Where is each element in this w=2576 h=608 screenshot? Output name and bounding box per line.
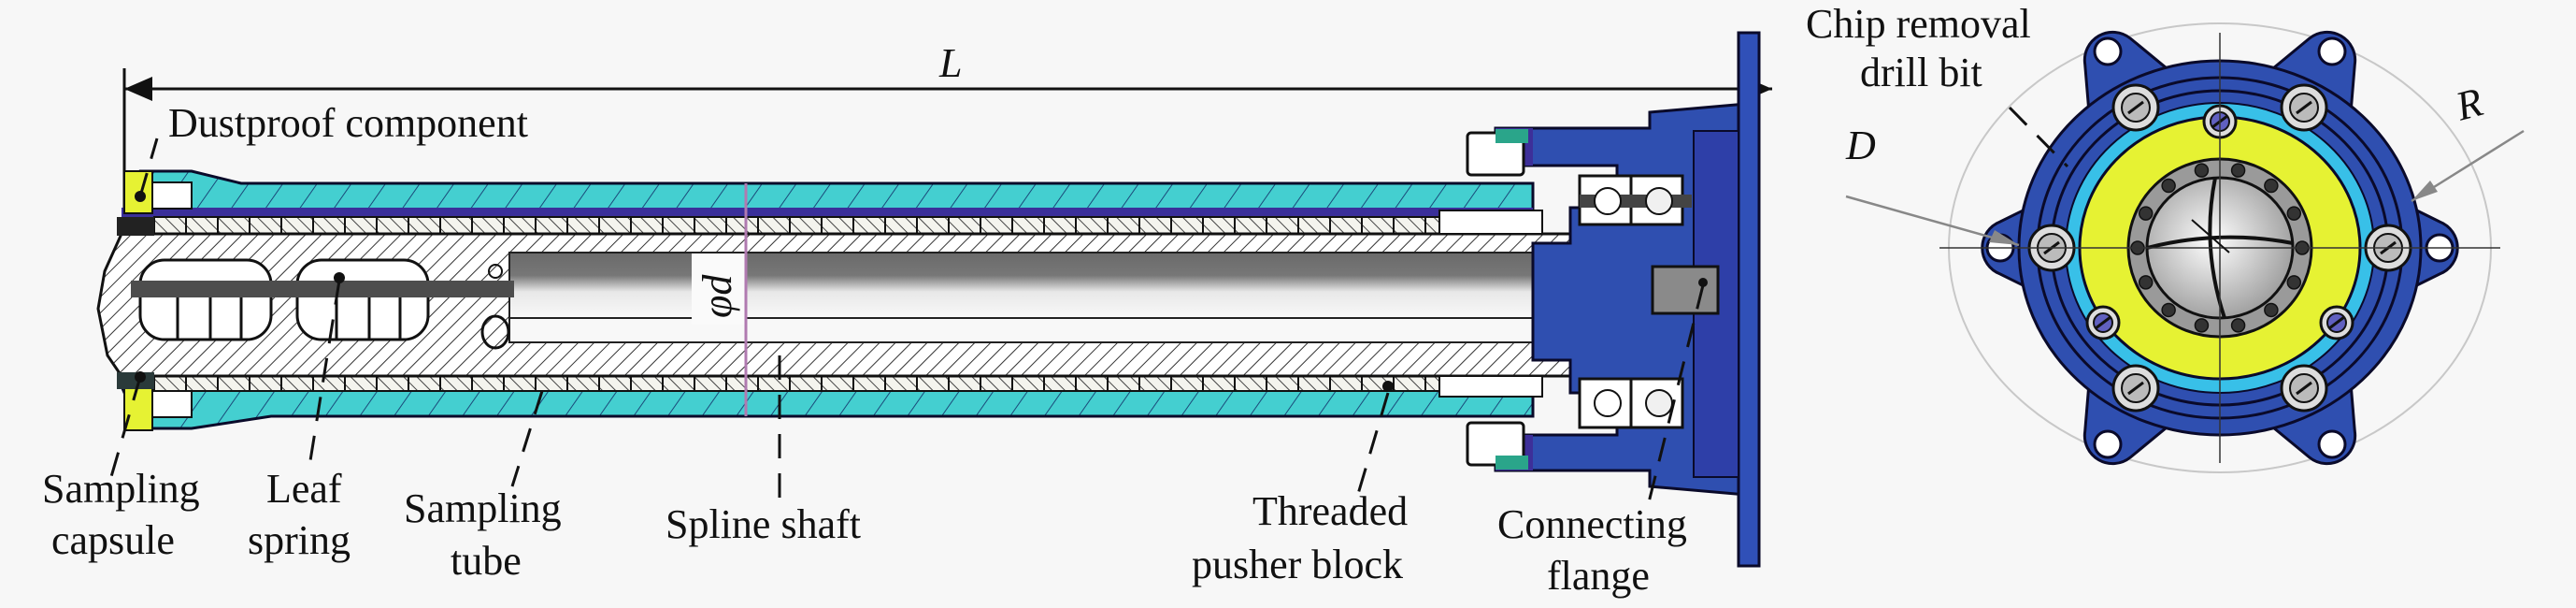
label-leaf-spring-2: spring bbox=[248, 517, 351, 563]
flange-screws bbox=[1466, 129, 1528, 470]
cutting-tooth bbox=[2138, 275, 2154, 290]
label-spline-shaft: Spline shaft bbox=[665, 501, 861, 547]
cutting-tooth bbox=[2230, 318, 2246, 333]
capsule-1 bbox=[138, 258, 273, 341]
connecting-flange-section bbox=[1494, 31, 1761, 568]
leader-sampling-tube bbox=[510, 390, 544, 487]
dimension-D-label: D bbox=[1845, 123, 1876, 168]
label-sampling-tube-2: tube bbox=[451, 538, 522, 584]
label-drill-bit-1: Chip removal bbox=[1806, 1, 2031, 47]
leader-threaded-pusher bbox=[1352, 392, 1390, 511]
screw-slot bbox=[2095, 315, 2111, 330]
pusher-dot bbox=[1382, 381, 1394, 392]
capsule-2 bbox=[295, 258, 430, 341]
front-screws bbox=[2027, 83, 2412, 413]
spline-teeth-bottom bbox=[153, 373, 1458, 392]
dimension-L-label: L bbox=[938, 40, 962, 86]
label-sampling-capsule-2: capsule bbox=[51, 517, 175, 563]
tube-inner-liner-top bbox=[122, 208, 1533, 217]
drill-bit-leader bbox=[2191, 219, 2230, 253]
label-drill-bit-2: drill bit bbox=[1860, 50, 1982, 95]
cutting-tooth bbox=[2138, 206, 2154, 221]
sampling-tube-bottom bbox=[119, 384, 1535, 430]
side-section-view: L φd bbox=[42, 31, 1772, 599]
dustproof-component bbox=[117, 170, 193, 431]
label-sampling-capsule-1: Sampling bbox=[42, 466, 200, 512]
sampling-capsules bbox=[131, 258, 514, 350]
dimension-R-label: R bbox=[2450, 79, 2487, 130]
threaded-pusher-top bbox=[1438, 210, 1543, 235]
bore-lower-wall bbox=[508, 317, 1674, 343]
dimension-D-arrow-icon bbox=[1989, 230, 2019, 245]
bore-diameter-label: φd bbox=[694, 274, 740, 318]
flange-plate bbox=[1737, 31, 1761, 568]
central-bore bbox=[508, 252, 1674, 319]
label-threaded-pusher-1: Threaded bbox=[1252, 488, 1408, 534]
cutting-tooth bbox=[2286, 275, 2302, 290]
label-dustproof-component: Dustproof component bbox=[168, 100, 528, 146]
threaded-pusher-bottom bbox=[1438, 375, 1543, 398]
cutting-tooth bbox=[2230, 163, 2246, 178]
screw-slot bbox=[2127, 100, 2144, 115]
leader-sampling-capsule bbox=[107, 376, 142, 487]
cutting-tooth bbox=[2194, 318, 2210, 333]
mounting-hole bbox=[2093, 429, 2123, 459]
drive-key bbox=[1651, 265, 1720, 315]
screw-slot bbox=[2328, 315, 2345, 330]
leader-dustproof bbox=[138, 138, 159, 197]
screw-slot bbox=[2296, 100, 2312, 115]
bore-label-box bbox=[692, 253, 746, 325]
mounting-hole bbox=[2093, 36, 2123, 66]
leaf-spring-strip bbox=[131, 281, 514, 297]
drill-cutting-teeth bbox=[2130, 163, 2310, 333]
cutting-tooth bbox=[2161, 302, 2176, 318]
label-connecting-flange-2: flange bbox=[1547, 553, 1650, 599]
leader-leaf-spring bbox=[307, 280, 341, 473]
dimension-R-arrow-icon bbox=[2411, 181, 2438, 201]
mounting-hole bbox=[2317, 36, 2347, 66]
cutting-tooth bbox=[2286, 206, 2302, 221]
leader-lines bbox=[107, 138, 1705, 511]
label-sampling-tube-1: Sampling bbox=[404, 485, 562, 531]
screw-slot bbox=[2127, 381, 2144, 396]
leader-drill-bit bbox=[2008, 106, 2069, 168]
bearings bbox=[1578, 174, 1720, 429]
label-threaded-pusher-2: pusher block bbox=[1192, 542, 1403, 587]
arrow-left-icon bbox=[124, 77, 152, 101]
cutting-tooth bbox=[2194, 163, 2210, 178]
cutting-tooth bbox=[2161, 178, 2176, 194]
screw-slot bbox=[2296, 381, 2312, 396]
front-view-annotations: D R Chip removal drill bit bbox=[1806, 1, 2525, 247]
dimension-D-line bbox=[1845, 195, 2020, 247]
mounting-hole bbox=[2317, 429, 2347, 459]
label-leaf-spring-1: Leaf bbox=[266, 466, 342, 512]
cutting-tooth bbox=[2264, 178, 2279, 194]
label-connecting-flange-1: Connecting bbox=[1497, 501, 1687, 547]
front-end-view bbox=[1939, 22, 2500, 473]
cutting-tooth bbox=[2264, 302, 2279, 318]
